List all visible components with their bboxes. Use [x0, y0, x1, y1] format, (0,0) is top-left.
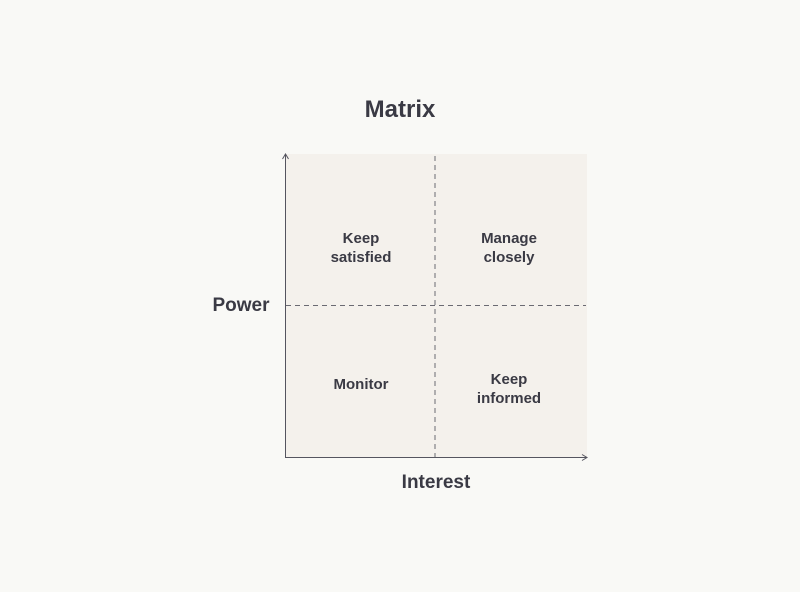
quadrant-manage-closely: Manage closely — [434, 229, 584, 267]
quadrant-label-line: informed — [476, 390, 542, 407]
quadrant-keep-informed: Keep informed — [434, 370, 584, 408]
quadrant-label-line: Manage — [481, 230, 537, 247]
y-axis-label: Power — [212, 295, 270, 316]
quadrant-keep-satisfied: Keep satisfied — [286, 229, 436, 267]
quadrant-label-line: satisfied — [330, 249, 392, 266]
quadrant-label-line: Keep — [342, 230, 380, 247]
quadrant-label-line: closely — [483, 249, 535, 266]
x-axis-label: Interest — [401, 472, 471, 493]
x-axis-arrowhead — [581, 454, 588, 461]
quadrant-label-line: Monitor — [333, 376, 389, 393]
diagram-title: Matrix — [364, 96, 436, 123]
quadrant-label-line: Keep — [490, 371, 528, 388]
quadrant-monitor: Monitor — [286, 375, 436, 394]
y-axis-arrowhead — [282, 153, 289, 160]
